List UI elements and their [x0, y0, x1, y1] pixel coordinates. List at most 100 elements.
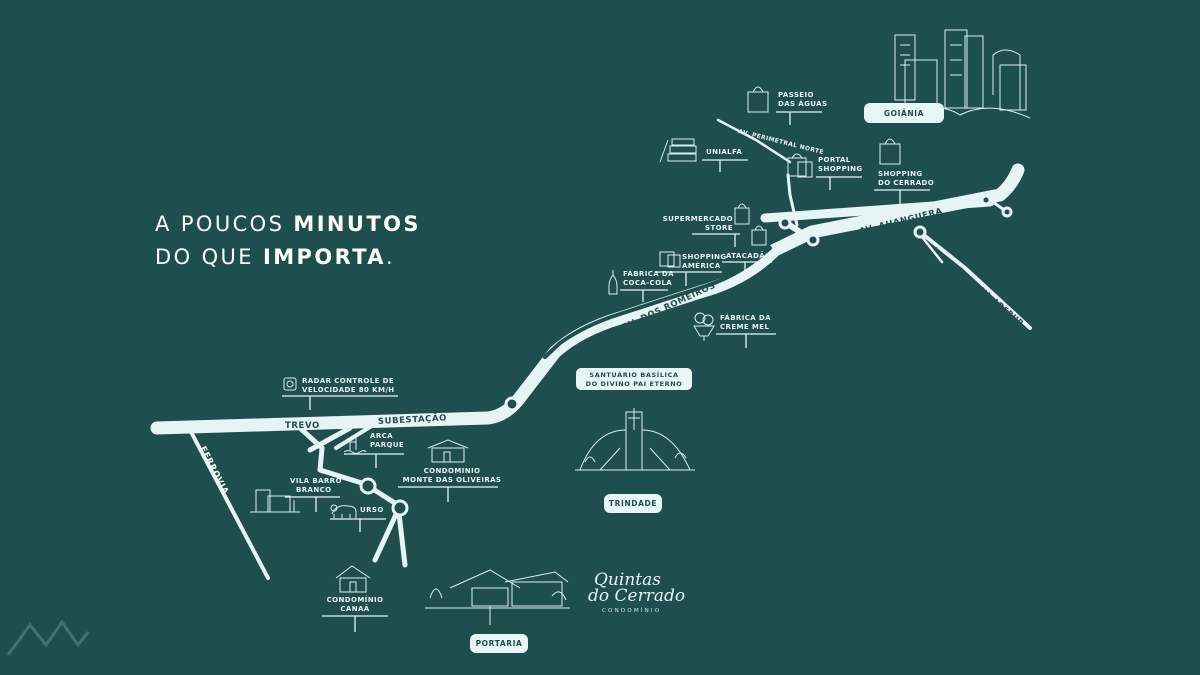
- label-canaa-2: CANAÃ: [340, 604, 369, 613]
- icecream-scoop-1: [694, 312, 706, 324]
- bag-cerrado-body: [879, 143, 901, 165]
- bag-portal-body: [787, 157, 807, 177]
- radar-lens: [286, 380, 294, 388]
- book-3: [671, 138, 695, 146]
- pill-portaria: PORTARIA: [470, 634, 528, 653]
- bag-america-body-2: [667, 254, 681, 268]
- bear-head: [330, 504, 338, 512]
- label-america-2: AMÉRICA: [682, 261, 721, 270]
- pill-santuario: SANTUÁRIO BASÍLICA DO DIVINO PAI ETERNO: [576, 368, 692, 390]
- roundabout-ahanguera-2: [806, 233, 820, 247]
- label-cremeMel-1: FÁBRICA DA: [720, 313, 771, 322]
- label-radar-2: VELOCIDADE 80 KM/H: [302, 386, 395, 394]
- label-supermercado-2: STORE: [705, 224, 733, 232]
- bag-america-body: [659, 251, 675, 267]
- bag-icon-atacadao: [751, 225, 767, 246]
- label-passeio-1: PASSEIO: [778, 91, 814, 99]
- bottle-icon-coca: [608, 270, 618, 295]
- portaria-icon: [425, 569, 570, 625]
- label-unialfa: UNIALFA: [706, 148, 742, 156]
- label-atacadao: ATACADÃO: [726, 251, 771, 260]
- label-monte-1: CONDOMINIO: [424, 467, 481, 475]
- pool-waves: [343, 450, 367, 454]
- pool-ladder: [349, 438, 357, 450]
- portaria-body-1: [471, 587, 509, 607]
- icecream-cup: [693, 325, 715, 337]
- books-icon-unialfa: [659, 138, 697, 163]
- label-portal-2: SHOPPING: [818, 165, 863, 173]
- book-2: [669, 145, 697, 154]
- bag-atacadao-body: [751, 229, 767, 246]
- road-aderup: [918, 230, 1032, 330]
- building-4: [964, 35, 984, 109]
- house-canaa-body: [339, 577, 367, 593]
- bag-supermercado-body: [734, 207, 750, 225]
- brand-line-1: Quintas: [594, 570, 661, 590]
- label-cerrado-2: DO CERRADO: [878, 179, 934, 187]
- portaria-roof-1: [449, 569, 521, 589]
- road-trevo-link-2: [307, 425, 353, 453]
- bag-portal-handle: [791, 153, 803, 159]
- road-portal: [786, 173, 799, 227]
- bear-body: [331, 505, 357, 518]
- brand-line-2: do Cerrado: [588, 586, 685, 606]
- pill-santuario-text-1: SANTUÁRIO BASÍLICA: [589, 370, 678, 379]
- building-vila-fence: [250, 500, 300, 513]
- bag-icon-supermercado: [734, 203, 750, 225]
- pill-trindade-text: TRINDADE: [609, 499, 657, 508]
- house-canaa-door: [349, 581, 357, 593]
- bear-icon: [330, 504, 357, 518]
- roundabout-south-2: [391, 499, 409, 517]
- road-arca-link: [334, 420, 380, 450]
- mountain-logo-icon: [6, 619, 90, 656]
- icecream-icon-cremeMel: [693, 312, 715, 341]
- road-label-subestacao: SUBESTAÇÃO: [378, 412, 448, 427]
- house-monte-door: [443, 451, 451, 463]
- label-passeio-2: DAS ÁGUAS: [778, 99, 827, 108]
- pill-trindade-bg: [604, 494, 662, 513]
- label-portal-1: PORTAL: [818, 156, 851, 164]
- roundabout-ahanguera-1: [778, 216, 792, 230]
- brand-logo: Quintas do Cerrado CONDOMÍNIO: [588, 570, 685, 614]
- basilica-icon: [575, 408, 695, 471]
- label-cerrado-1: SHOPPING: [878, 170, 923, 178]
- house-icon-canaa: [335, 565, 371, 593]
- headline: A POUCOS MINUTOS DO QUE IMPORTA.: [155, 208, 421, 274]
- road-main-inner: [543, 246, 772, 359]
- house-monte-roof: [427, 439, 469, 449]
- basilica-ground: [575, 447, 695, 471]
- roundabout-east-2: [1001, 206, 1013, 218]
- headline-1-bold: MINUTOS: [293, 212, 421, 236]
- radar-icon: [283, 377, 297, 391]
- label-canaa-1: CONDOMÍNIO: [327, 595, 384, 604]
- label-cremeMel-2: CREME MEL: [720, 323, 769, 331]
- bag-portal-body-2: [797, 161, 813, 178]
- mountain-logo-peaks: [6, 619, 90, 656]
- road-ferrovia: [188, 428, 270, 580]
- headline-1-prefix: A POUCOS: [155, 212, 294, 236]
- icecream-scoop-2: [702, 314, 714, 326]
- pill-santuario-text-2: DO DIVINO PAI ETERNO: [586, 380, 683, 388]
- book-side: [659, 139, 669, 163]
- radar-box: [283, 377, 297, 391]
- label-vila-1: VILA BARRO: [290, 477, 342, 485]
- roundabout-south-1: [359, 477, 377, 495]
- house-icon-monte: [427, 439, 469, 463]
- pill-portaria-text: PORTARIA: [476, 639, 523, 648]
- road-label-perimetral: AV. PERIMETRAL NORTE: [738, 128, 825, 156]
- bag-icon-passeio: [747, 86, 769, 113]
- basilica-trees: [584, 452, 687, 463]
- building-6: [999, 64, 1027, 111]
- label-supermercado-1: SUPERMERCADO: [663, 215, 733, 223]
- bag-passeio-handle: [752, 86, 764, 93]
- label-urso: URSO: [360, 506, 384, 514]
- basilica-cross: [628, 408, 640, 430]
- bag-atacadao-handle: [754, 225, 764, 231]
- pill-santuario-bg: [576, 368, 692, 390]
- road-label-trevo: TREVO: [285, 421, 320, 431]
- bag-passeio-body: [747, 91, 769, 113]
- label-arca-1: ARCA: [370, 432, 393, 440]
- portaria-roof-2: [504, 571, 569, 583]
- book-1: [667, 153, 697, 162]
- label-america-1: SHOPPING: [682, 253, 727, 261]
